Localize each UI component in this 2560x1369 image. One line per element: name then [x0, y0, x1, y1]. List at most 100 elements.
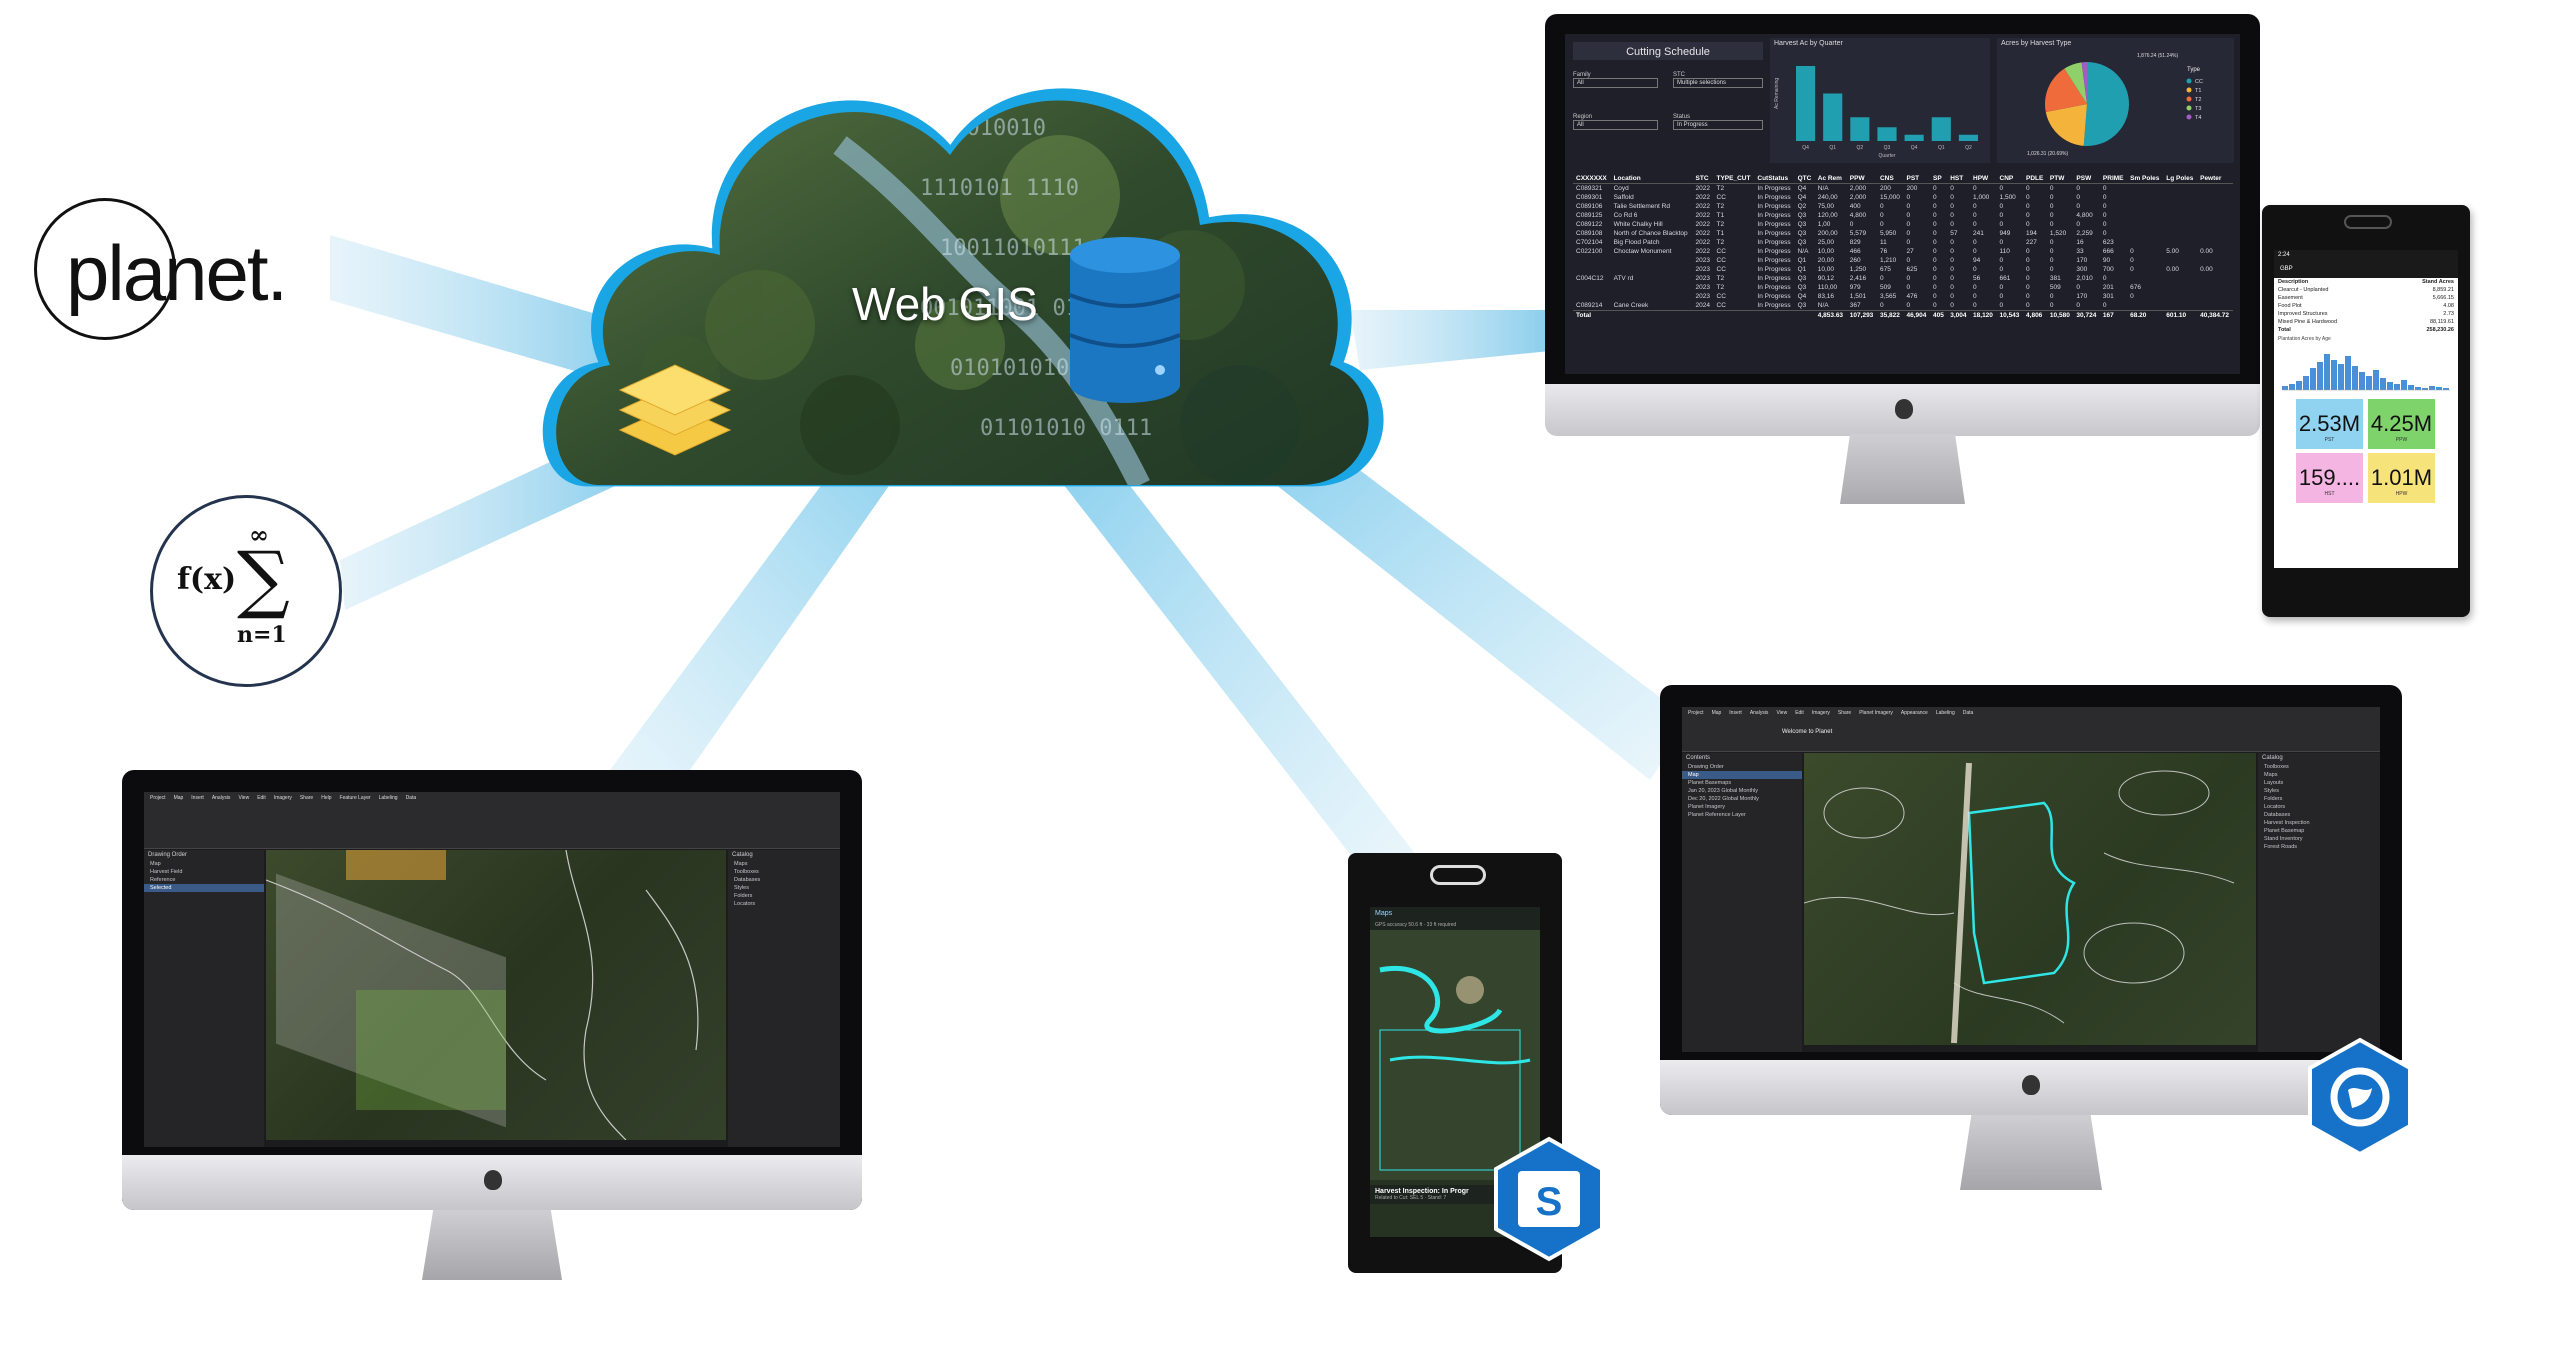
- list-item[interactable]: Locators: [734, 901, 756, 907]
- ribbon-tab[interactable]: Map: [173, 795, 184, 801]
- list-item[interactable]: Toolboxes: [2264, 764, 2289, 770]
- table-cell: 0: [2102, 221, 2107, 228]
- list-item[interactable]: Map: [150, 861, 161, 867]
- ribbon-tab[interactable]: View: [1776, 710, 1788, 716]
- planet-welcome: Welcome to Planet: [1782, 729, 1833, 735]
- table-cell: T2: [1716, 239, 1725, 246]
- ribbon-tab[interactable]: Share: [1837, 710, 1852, 716]
- list-item[interactable]: Folders: [734, 893, 753, 899]
- table-cell: 367: [1849, 302, 1861, 309]
- list-item[interactable]: Styles: [2264, 788, 2279, 794]
- filter-family[interactable]: Family All: [1573, 72, 1658, 88]
- list-item[interactable]: Planet Basemaps: [1688, 780, 1732, 786]
- bar: [1904, 134, 1924, 141]
- table-cell: White Chalky Hill: [1613, 221, 1663, 228]
- table-cell: PSW: [2073, 174, 2100, 184]
- list-item[interactable]: Stand Inventory: [2264, 836, 2303, 842]
- map-view[interactable]: [1803, 753, 2256, 1045]
- filter-stc[interactable]: STC Multiple selections: [1673, 72, 1763, 88]
- list-item[interactable]: Maps: [734, 861, 748, 867]
- table-cell: 5.00: [2166, 248, 2179, 255]
- list-item[interactable]: Locators: [2264, 804, 2286, 810]
- list-item[interactable]: Forest Roads: [2264, 844, 2298, 850]
- table-cell: ATV rd: [1613, 275, 1634, 282]
- list-item[interactable]: Harvest Inspection: [2264, 820, 2310, 826]
- maps-back-button[interactable]: Maps: [1370, 907, 1540, 920]
- table-cell: 0: [1999, 266, 2004, 273]
- ribbon-tab[interactable]: Help: [321, 795, 332, 801]
- list-item[interactable]: Jan 20, 2023 Global Monthly: [1688, 788, 1759, 794]
- ribbon-tab[interactable]: Edit: [257, 795, 266, 801]
- list-item[interactable]: Toolboxes: [734, 869, 759, 875]
- ribbon-tab[interactable]: Data: [1962, 710, 1974, 716]
- ribbon-tab[interactable]: Imagery: [1811, 710, 1830, 716]
- ribbon-tab[interactable]: Data: [405, 795, 417, 801]
- list-item[interactable]: Map: [1682, 771, 1802, 779]
- table-cell: 0: [1906, 230, 1911, 237]
- table-cell: In Progress: [1757, 275, 1791, 282]
- table-cell: 170: [2076, 257, 2088, 264]
- ribbon-tab[interactable]: Edit: [1795, 710, 1804, 716]
- ribbon-tab[interactable]: Feature Layer: [339, 795, 371, 801]
- ribbon-tab[interactable]: Share: [299, 795, 314, 801]
- list-item[interactable]: Styles: [734, 885, 749, 891]
- map-view[interactable]: [265, 849, 726, 1141]
- legend-marker: [2186, 96, 2192, 102]
- table-cell: CNP: [1996, 174, 2024, 184]
- ribbon-tab[interactable]: Insert: [191, 795, 204, 801]
- table-cell: Q1: [1797, 257, 1807, 264]
- histogram-bar: [2408, 385, 2414, 390]
- table-cell: 5,666.15: [2432, 295, 2454, 301]
- table-cell: 0: [1973, 266, 1977, 273]
- formula-lower-bound: n=1: [237, 622, 287, 648]
- table-cell: Co Rd 6: [1613, 212, 1638, 219]
- ribbon-tab[interactable]: Planet Imagery: [1859, 710, 1893, 716]
- table-cell: Big Flood Patch: [1613, 239, 1660, 246]
- ribbon-tab[interactable]: Imagery: [273, 795, 292, 801]
- ribbon-tab[interactable]: Analysis: [211, 795, 231, 801]
- table-cell: 0: [1973, 284, 1977, 291]
- ribbon-tab[interactable]: Analysis: [1749, 710, 1769, 716]
- list-item[interactable]: Layouts: [2264, 780, 2284, 786]
- table-cell: 0: [2049, 212, 2054, 219]
- legend-marker: [2186, 78, 2192, 84]
- list-item[interactable]: Dec 20, 2022 Global Monthly: [1688, 796, 1759, 802]
- ribbon-tab[interactable]: Project: [150, 795, 166, 801]
- ribbon-tab[interactable]: View: [238, 795, 250, 801]
- filter-status[interactable]: Status In Progress: [1673, 114, 1763, 130]
- list-item[interactable]: Reference: [150, 877, 176, 883]
- y-axis-label: Ac Remaining: [1774, 78, 1780, 109]
- ribbon-tab[interactable]: Project: [1688, 710, 1704, 716]
- ribbon-tab[interactable]: Labeling: [378, 795, 398, 801]
- ribbon-tab[interactable]: Appearance: [1900, 710, 1928, 716]
- table-cell: Cane Creek: [1613, 302, 1649, 309]
- list-item[interactable]: Databases: [734, 877, 761, 883]
- table-cell: 258,230.26: [2426, 327, 2454, 333]
- table-cell: 0: [2049, 257, 2054, 264]
- table-cell: [1573, 283, 1611, 292]
- table-cell: C702104: [1576, 239, 1603, 246]
- list-item[interactable]: Folders: [2264, 796, 2283, 802]
- table-cell: 200,00: [1817, 230, 1838, 237]
- list-item[interactable]: Maps: [2264, 772, 2278, 778]
- list-item[interactable]: Planet Imagery: [1688, 804, 1725, 810]
- filter-region[interactable]: Region All: [1573, 114, 1658, 130]
- list-item[interactable]: Planet Reference Layer: [1688, 812, 1746, 818]
- list-item[interactable]: Drawing Order: [1688, 764, 1724, 770]
- list-item[interactable]: Databases: [2264, 812, 2291, 818]
- table-cell: [1754, 310, 1795, 320]
- table-cell: PRIME: [2099, 174, 2128, 184]
- list-item[interactable]: Planet Basemap: [2264, 828, 2305, 834]
- mobile-map[interactable]: [1370, 930, 1540, 1180]
- ribbon-tab[interactable]: Map: [1711, 710, 1722, 716]
- list-item[interactable]: Selected: [144, 884, 264, 892]
- ribbon-tab[interactable]: Labeling: [1935, 710, 1955, 716]
- ribbon-tab[interactable]: Insert: [1729, 710, 1742, 716]
- histogram-bar: [2289, 384, 2295, 390]
- list-item[interactable]: Harvest Field: [150, 869, 183, 875]
